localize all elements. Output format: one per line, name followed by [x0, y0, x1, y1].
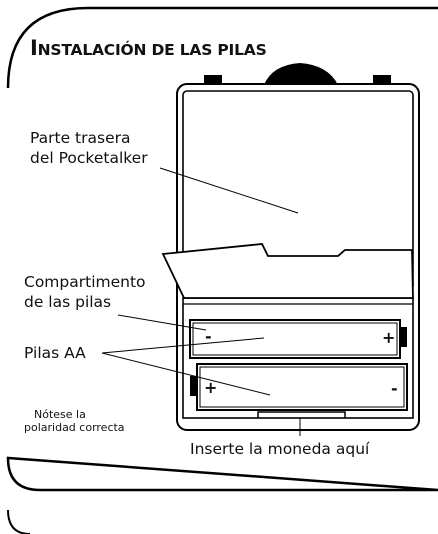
label-compartment-line1: Compartimento: [24, 273, 146, 291]
battery-bottom-terminal: [190, 376, 197, 396]
label-compartment-line2: de las pilas: [24, 293, 112, 311]
device-clip-left: [204, 75, 222, 84]
leader-compartment: [117, 314, 207, 331]
device-dial: [264, 63, 338, 85]
battery-top-plus: +: [382, 328, 396, 347]
note-line1: Nótese la: [34, 408, 86, 421]
battery-top-terminal: [400, 327, 407, 347]
note-line2: polaridad correcta: [24, 421, 125, 434]
label-back-line1: Parte trasera: [30, 129, 131, 147]
device-clip-right: [373, 75, 391, 84]
outer-frame: [6, 6, 438, 492]
battery-bottom-plus: +: [204, 378, 218, 397]
label-back-line2: del Pocketalker: [30, 149, 148, 167]
battery-cover: [161, 243, 414, 299]
leader-batteries-top: [101, 337, 265, 354]
label-batteries: Pilas AA: [24, 344, 86, 362]
battery-top-minus: -: [205, 327, 212, 346]
label-coin: Inserte la moneda aquí: [190, 440, 370, 458]
leader-back: [159, 167, 299, 214]
battery-bottom: [196, 363, 408, 411]
leader-batteries-bottom: [101, 352, 271, 396]
battery-top: [189, 319, 401, 359]
coin-slot: [257, 411, 346, 418]
battery-bottom-minus: -: [391, 379, 398, 398]
bottom-frame: [7, 509, 31, 534]
diagram-title: INSTALACIÓN DE LAS PILAS: [30, 36, 267, 60]
